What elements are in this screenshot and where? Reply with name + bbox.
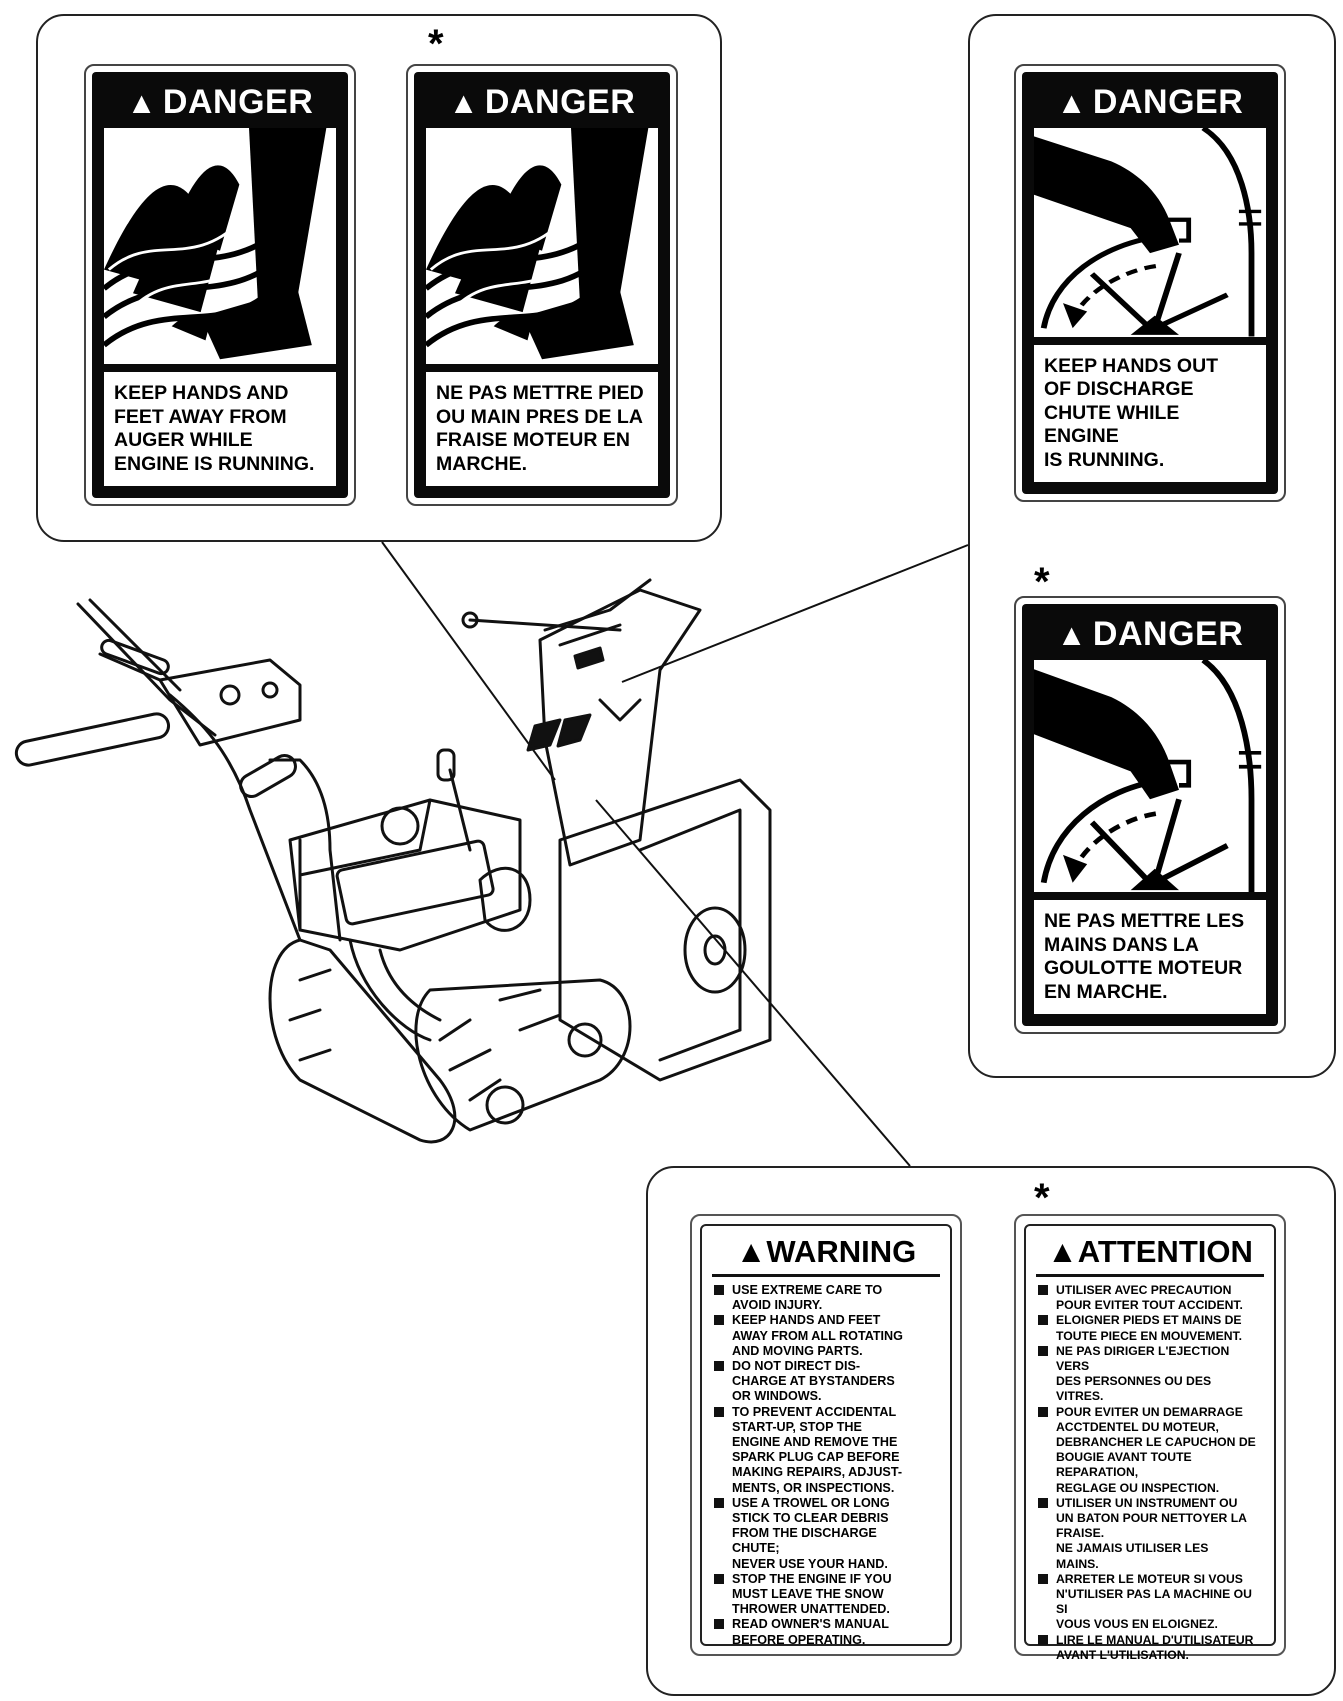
danger-decal-chute-en: ▲DANGER KEEP HANDS OUT OF DISCHARGE CHUT…	[1014, 64, 1286, 502]
discharge-chute	[538, 588, 702, 867]
auger-housing	[558, 778, 772, 1082]
french-label-asterisk: *	[1034, 560, 1050, 604]
attention-title: ATTENTION	[1077, 1234, 1253, 1269]
list-item: UTILISER AVEC PRECAUTION POUR EVITER TOU…	[1036, 1283, 1264, 1313]
decal-message: NE PAS METTRE PIED OU MAIN PRES DE LA FR…	[426, 372, 658, 486]
danger-decal-auger-fr: ▲DANGER	[406, 64, 678, 506]
chute-hazard-pictogram	[1034, 128, 1266, 337]
warning-triangle-icon: ▲	[735, 1234, 767, 1269]
list-item: POUR EVITER UN DEMARRAGE ACCTDENTEL DU M…	[1036, 1405, 1264, 1496]
auger-hazard-pictogram	[426, 128, 658, 364]
attention-decal-fr: ▲ATTENTION UTILISER AVEC PRECAUTION POUR…	[1014, 1214, 1286, 1662]
chute-hazard-pictogram	[1034, 660, 1266, 892]
decal-title: DANGER	[484, 83, 636, 121]
warning-triangle-icon: ▲	[1047, 1234, 1078, 1269]
danger-decal-chute-fr: ▲DANGER NE PAS METTRE LES MAINS DANS LA …	[1014, 596, 1286, 1034]
list-item: USE A TROWEL OR LONG STICK TO CLEAR DEBR…	[712, 1496, 940, 1572]
list-item: STOP THE ENGINE IF YOU MUST LEAVE THE SN…	[712, 1572, 940, 1618]
handle-grip	[14, 712, 171, 767]
decal-title: DANGER	[1092, 83, 1244, 121]
french-label-asterisk: *	[428, 22, 444, 66]
auger-hazard-pictogram	[104, 128, 336, 364]
list-item: USE EXTREME CARE TO AVOID INJURY.	[712, 1283, 940, 1313]
warning-list: USE EXTREME CARE TO AVOID INJURY. KEEP H…	[712, 1283, 940, 1648]
warning-triangle-icon: ▲	[126, 87, 157, 120]
track-left	[268, 938, 457, 1144]
warning-title: WARNING	[766, 1234, 917, 1269]
decal-message: NE PAS METTRE LES MAINS DANS LA GOULOTTE…	[1034, 900, 1266, 1014]
decal-title: DANGER	[1092, 615, 1244, 653]
attention-list: UTILISER AVEC PRECAUTION POUR EVITER TOU…	[1036, 1283, 1264, 1663]
list-item: LIRE LE MANUAL D'UTILISATEUR AVANT L'UTI…	[1036, 1633, 1264, 1663]
list-item: ARRETER LE MOTEUR SI VOUS N'UTILISER PAS…	[1036, 1572, 1264, 1633]
decal-message: KEEP HANDS AND FEET AWAY FROM AUGER WHIL…	[104, 372, 336, 486]
decal-message: KEEP HANDS OUT OF DISCHARGE CHUTE WHILE …	[1034, 344, 1266, 482]
decal-title: DANGER	[162, 83, 314, 121]
french-label-asterisk: *	[1034, 1176, 1050, 1220]
list-item: ELOIGNER PIEDS ET MAINS DE TOUTE PIECE E…	[1036, 1313, 1264, 1343]
snow-thrower-illustration	[14, 578, 772, 1144]
warning-triangle-icon: ▲	[1056, 87, 1087, 120]
list-item: TO PREVENT ACCIDENTAL START-UP, STOP THE…	[712, 1405, 940, 1496]
warning-decal-en: ▲WARNING USE EXTREME CARE TO AVOID INJUR…	[690, 1214, 962, 1656]
list-item: READ OWNER'S MANUAL BEFORE OPERATING.	[712, 1617, 940, 1647]
list-item: UTILISER UN INSTRUMENT OU UN BATON POUR …	[1036, 1496, 1264, 1572]
list-item: DO NOT DIRECT DIS- CHARGE AT BYSTANDERS …	[712, 1359, 940, 1405]
list-item: NE PAS DIRIGER L'EJECTION VERS DES PERSO…	[1036, 1344, 1264, 1405]
warning-triangle-icon: ▲	[1056, 619, 1087, 652]
handle-grip-right	[239, 754, 297, 798]
warning-triangle-icon: ▲	[448, 87, 479, 120]
danger-decal-auger-en: ▲DANGER	[84, 64, 356, 506]
list-item: KEEP HANDS AND FEET AWAY FROM ALL ROTATI…	[712, 1313, 940, 1359]
